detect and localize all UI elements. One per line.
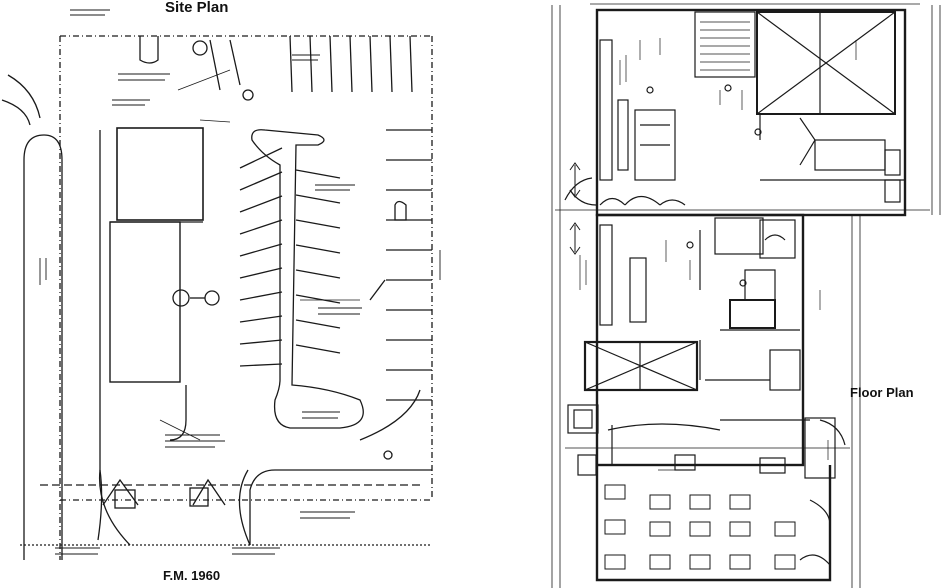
- dining-tables: [604, 484, 796, 570]
- south-driveway: [98, 469, 251, 546]
- island-parking-stalls-west: [239, 147, 283, 367]
- walk-in-cooler: [756, 11, 896, 115]
- floor-plan-title: Floor Plan: [850, 385, 914, 400]
- lower-wing: [595, 213, 805, 467]
- island-parking-stalls-east: [295, 169, 341, 354]
- site-plan-title: Site Plan: [165, 0, 229, 16]
- property-boundary: [59, 35, 433, 560]
- walk-in-freezer: [583, 340, 699, 392]
- annotation-leaders: [159, 69, 360, 441]
- building: [116, 127, 204, 221]
- stair: [694, 11, 756, 78]
- floor-plan-annotation-marks: [579, 38, 857, 471]
- annotation-text-marks: [39, 9, 441, 555]
- existing-building: [109, 221, 181, 383]
- dimension-lines: [551, 3, 941, 588]
- site-plan-drawing: [1, 9, 441, 560]
- left-landscape-strip: [23, 134, 63, 560]
- top-parking-stalls: [289, 35, 413, 93]
- upper-wing: [595, 8, 907, 217]
- floor-plan-drawing: [551, 3, 941, 588]
- road-label: F.M. 1960: [163, 568, 221, 583]
- east-parking-stalls: [386, 129, 432, 401]
- parking-island: [251, 129, 364, 429]
